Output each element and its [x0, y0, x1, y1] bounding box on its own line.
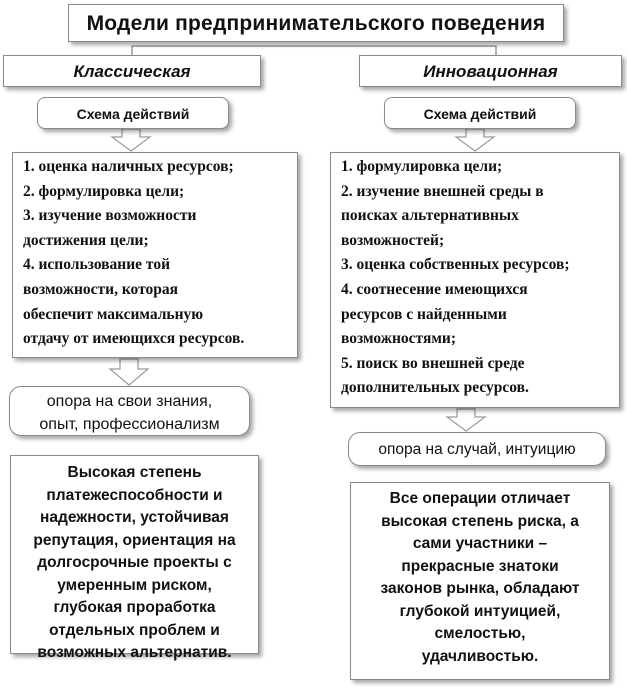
result-line: смелостью, [434, 625, 526, 642]
result-line: долгосрочные проекты с [37, 554, 232, 571]
steps-right: 1. формулировка цели; 2. изучение внешне… [330, 152, 620, 408]
step-line: 4. использование той [23, 256, 171, 274]
steps-left: 1. оценка наличных ресурсов; 2. формулир… [12, 152, 298, 358]
result-right: Все операции отличает высокая степень ри… [350, 482, 610, 680]
step-line: 2. формулировка цели; [23, 182, 185, 200]
result-left: Высокая степень платежеспособности и над… [10, 455, 259, 661]
step-line: поисках альтернативных [341, 207, 519, 225]
reliance-line: опора на свои знания, [46, 393, 213, 410]
result-line: высокая степень риска, а [381, 512, 579, 530]
result-line: возможных альтернатив. [37, 644, 232, 661]
result-line: прекрасные знатоки [401, 557, 559, 575]
reliance-left: опора на свои знания, опыт, профессионал… [9, 386, 250, 436]
result-line: удачливостью. [421, 647, 539, 665]
step-line: 3. оценка собственных ресурсов; [341, 256, 570, 274]
diagram-title: Модели предпринимательского поведения [68, 4, 564, 42]
arrow-right-1 [454, 128, 496, 152]
result-line: отдельных проблем и [49, 621, 220, 639]
step-line: 4. соотнесение имеющихся [341, 280, 528, 298]
step-line: 1. оценка наличных ресурсов; [23, 158, 234, 175]
arrow-right-2 [445, 408, 487, 432]
step-line: ресурсов с найденными [341, 305, 507, 323]
arrow-left-2 [108, 358, 150, 386]
step-line: дополнительных ресурсов. [341, 379, 529, 397]
arrow-left-1 [110, 128, 152, 152]
model-classic: Классическая [3, 55, 261, 87]
result-line: надежности, устойчивая [40, 509, 229, 526]
step-line: отдачу от имеющихся ресурсов. [23, 330, 245, 348]
result-line: законов рынка, обладают [380, 580, 580, 597]
result-line: платежеспособности и [46, 486, 223, 504]
step-line: возможности, которая [23, 280, 179, 298]
step-line: возможностями; [341, 330, 456, 348]
result-line: глубокая проработка [53, 599, 216, 616]
result-line: репутация, ориентация на [33, 531, 236, 549]
reliance-right: опора на случай, интуицию [348, 432, 606, 466]
step-line: 5. поиск во внешней среде [341, 354, 525, 372]
result-line: умеренным риском, [57, 576, 212, 594]
step-line: достижения цели; [23, 231, 149, 249]
step-line: 2. изучение внешней среды в [341, 182, 544, 200]
scheme-left: Схема действий [37, 97, 229, 129]
step-line: 3. изучение возможности [23, 207, 197, 225]
reliance-line: опыт, профессионализм [39, 416, 220, 433]
scheme-right: Схема действий [384, 97, 576, 129]
result-line: Все операции отличает [389, 490, 571, 507]
result-line: глубокой интуицией, [399, 602, 561, 620]
result-line: Высокая степень [67, 464, 202, 481]
step-line: 1. формулировка цели; [341, 158, 503, 175]
step-line: возможностей; [341, 231, 445, 249]
result-line: сами участники – [412, 535, 548, 552]
step-line: обеспечит максимальную [23, 305, 204, 323]
title-branch-lines [131, 45, 497, 55]
model-innovative: Инновационная [359, 55, 622, 87]
